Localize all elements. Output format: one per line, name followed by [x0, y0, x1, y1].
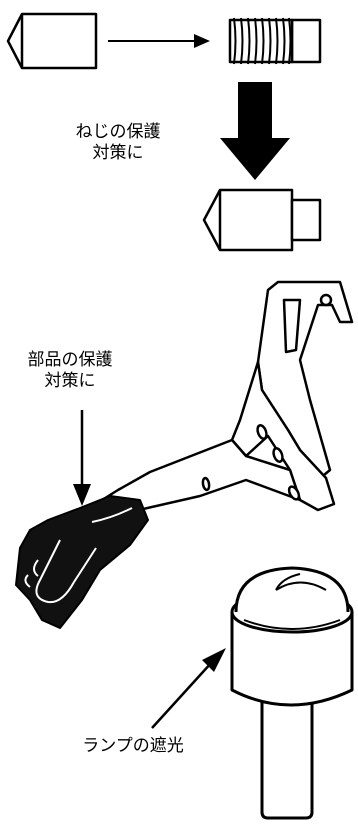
part-protection-label: 部品の保護 対策に: [10, 350, 130, 392]
screw-protection-line-1: ねじの保護: [75, 122, 161, 142]
masking-cap-icon: [15, 495, 149, 629]
screw-protection-line-2: 対策に: [92, 143, 144, 163]
arrow-down-icon: [220, 82, 290, 180]
capped-screw-icon: [202, 188, 322, 252]
arrow-right-icon: [108, 34, 210, 48]
part-protection-line-1: 部品の保護: [27, 350, 113, 370]
pointer-arrow-part-icon: [73, 410, 91, 506]
lamp-shading-label: ランプの遮光: [58, 736, 208, 757]
lamp-bulb-icon: [230, 566, 354, 820]
screw-protection-label: ねじの保護 対策に: [58, 122, 178, 164]
lamp-shading-text: ランプの遮光: [82, 736, 184, 756]
screw-icon: [6, 12, 98, 70]
part-protection-line-2: 対策に: [44, 371, 96, 391]
bracket-part-icon: [72, 280, 354, 542]
pointer-arrow-lamp-icon: [151, 648, 226, 729]
masked-screw-icon: [228, 17, 322, 65]
